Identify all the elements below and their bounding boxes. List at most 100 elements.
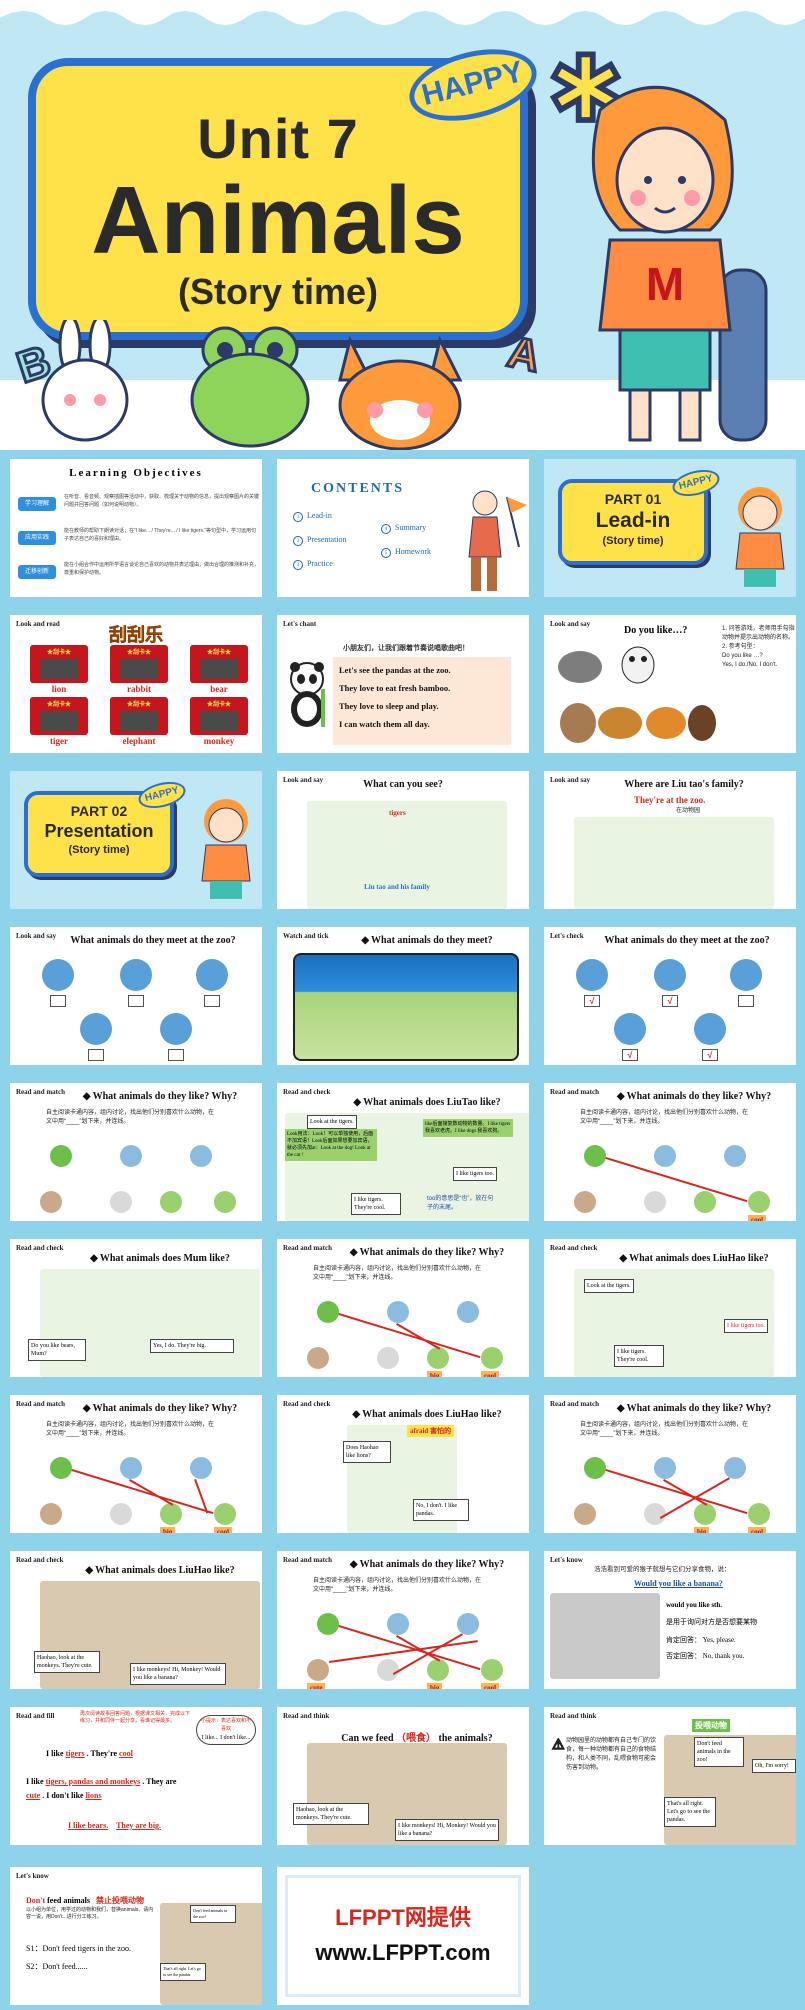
slide-read-and-match-1[interactable]: Read and match What animals do they like… bbox=[5, 1078, 267, 1226]
answer-tag: cool bbox=[748, 1215, 767, 1221]
slide-read-and-think-1[interactable]: Read and think Can we feed （喂食） the anim… bbox=[272, 1702, 534, 1850]
monkey-icon bbox=[694, 1013, 726, 1045]
fill-line: I like tigers . They're cool bbox=[46, 1749, 133, 1758]
question-text: Where are Liu tao's family? bbox=[624, 779, 744, 790]
slide-read-and-match-5[interactable]: Read and match What animals do they like… bbox=[539, 1390, 801, 1538]
bear-icon bbox=[688, 705, 716, 741]
slide-read-and-match-4[interactable]: Read and match What animals do they like… bbox=[5, 1390, 267, 1538]
slide-tag: Read and fill bbox=[16, 1712, 55, 1720]
slide-liuhao-like-1[interactable]: Read and check What animals does LiuHao … bbox=[539, 1234, 801, 1382]
speech-bubble: Don't feed animals in the zoo! bbox=[694, 1737, 744, 1767]
credit-url[interactable]: www.LFPPT.com bbox=[315, 1940, 491, 1965]
slide-liuhao-like-3[interactable]: Read and check What animals does LiuHao … bbox=[5, 1546, 267, 1694]
tiger-icon bbox=[574, 1503, 596, 1525]
cover-slide[interactable]: Unit 7 Animals (Story time) HAPPY ✱ M bbox=[0, 0, 805, 450]
slide-where-family[interactable]: Look and say Where are Liu tao's family?… bbox=[539, 766, 801, 914]
elephant-icon bbox=[558, 651, 602, 683]
panda-icon bbox=[110, 1503, 132, 1525]
vocab-afraid: afraid 害怕的 bbox=[407, 1425, 455, 1437]
slide-part-01[interactable]: PART 01 Lead-in (Story time) HAPPY bbox=[539, 454, 801, 602]
grammar-note-like: like后面接复数动物的数量。I like tigers 我喜欢老虎。I lik… bbox=[423, 1119, 513, 1137]
character-icon bbox=[654, 1145, 676, 1167]
character-icon bbox=[190, 1145, 212, 1167]
slide-tag: Read and match bbox=[283, 1244, 333, 1252]
speech-bubble: I like monkeys! Hi, Monkey! Would you li… bbox=[395, 1819, 499, 1841]
scratch-title: 刮刮乐 bbox=[109, 625, 164, 646]
notes: 1. 问答游戏，老师用手勾指动物并提示出动物的名称。 2. 参考句型： Do y… bbox=[722, 626, 795, 668]
monkey-icon bbox=[427, 1659, 449, 1681]
answer-box[interactable] bbox=[50, 995, 66, 1007]
slide-tag: Read and match bbox=[16, 1400, 66, 1408]
panda-icon bbox=[110, 1191, 132, 1213]
scratch-card[interactable]: ★刮卡★ bbox=[190, 645, 248, 683]
video-frame[interactable] bbox=[293, 953, 519, 1061]
slide-meet-animals[interactable]: Look and say What animals do they meet a… bbox=[5, 922, 267, 1070]
letter-a-decoration: A bbox=[502, 326, 546, 384]
fox-icon bbox=[338, 335, 463, 450]
slide-read-and-match-3[interactable]: Read and match What animals do they like… bbox=[272, 1234, 534, 1382]
slide-tag: Read and match bbox=[16, 1088, 66, 1096]
main-title: Animals bbox=[91, 167, 465, 274]
scratch-card[interactable]: ★刮卡★ bbox=[110, 697, 168, 735]
answer-box[interactable] bbox=[88, 1049, 104, 1061]
instruction-text: 自主阅读卡通内容，组内讨论，找出他们分别喜欢什么动物，在文中用“____”划下来… bbox=[313, 1266, 482, 1281]
tick-box[interactable]: √ bbox=[662, 995, 678, 1007]
match-line bbox=[329, 1640, 478, 1663]
objective-text: 能在小组合作中运用所学语言谈论自己喜欢的动物并表达理由，做出合理的推测和补充，尊… bbox=[64, 562, 260, 576]
part-label: PART 01 bbox=[604, 491, 662, 507]
chant-line: Let's see the pandas at the zoo. bbox=[339, 665, 451, 675]
slide-chant[interactable]: Let's chant 小朋友们，让我们跟着节奏说唱歌曲吧！ Let's see… bbox=[272, 610, 534, 758]
tick-box[interactable]: √ bbox=[622, 1049, 638, 1061]
part-name: Presentation bbox=[44, 821, 154, 841]
slide-read-and-match-2[interactable]: Read and match What animals do they like… bbox=[539, 1078, 801, 1226]
tick-box[interactable]: √ bbox=[584, 995, 600, 1007]
slide-mum-like[interactable]: Read and check What animals does Mum lik… bbox=[5, 1234, 267, 1382]
slide-liuhao-like-2[interactable]: Read and check What animals does LiuHao … bbox=[272, 1390, 534, 1538]
answer-box[interactable] bbox=[738, 995, 754, 1007]
slide-tag: Read and match bbox=[283, 1556, 333, 1564]
slide-read-and-match-6[interactable]: Read and match What animals do they like… bbox=[272, 1546, 534, 1694]
answer-box[interactable] bbox=[168, 1049, 184, 1061]
scratch-card[interactable]: ★刮卡★ bbox=[110, 645, 168, 683]
answer-tag: big bbox=[427, 1371, 443, 1377]
answer-box[interactable] bbox=[204, 995, 220, 1007]
slide-tag: Read and match bbox=[550, 1400, 600, 1408]
slide-lets-know-2[interactable]: Let's know Don't feed animals 禁止投喂动物 以小组… bbox=[5, 1862, 267, 2010]
credit-line: LFPPT网提供 bbox=[335, 1905, 471, 1930]
label-tigers: tigers bbox=[389, 809, 406, 817]
slide-watch-and-tick[interactable]: Watch and tick What animals do they meet… bbox=[272, 922, 534, 1070]
slide-learning-objectives[interactable]: Learning Objectives 学习理解 在听音、看音频、观察插图等活动… bbox=[5, 454, 267, 602]
speech-bubble: I like tigers too. bbox=[724, 1319, 768, 1333]
slide-check-meet-animals[interactable]: Let's check What animals do they meet at… bbox=[539, 922, 801, 1070]
scratch-card[interactable]: ★刮卡★ bbox=[30, 697, 88, 735]
scratch-card[interactable]: ★刮卡★ bbox=[30, 645, 88, 683]
answer-tag: big bbox=[427, 1683, 443, 1689]
slide-tag: Look and read bbox=[16, 620, 60, 628]
bear-icon bbox=[614, 1013, 646, 1045]
slide-liutao-like[interactable]: Read and check What animals does LiuTao … bbox=[272, 1078, 534, 1226]
panda-icon bbox=[644, 1503, 666, 1525]
scratch-card[interactable]: ★刮卡★ bbox=[190, 697, 248, 735]
girl-illustration bbox=[201, 799, 251, 899]
slide-read-and-think-2[interactable]: Read and think ⚠ 动物园里的动物都有自己专门的饮食，每一种动物都… bbox=[539, 1702, 801, 1850]
slide-read-and-fill[interactable]: Read and fill 再次阅读故事回答问题，根据课文相关，完成以下练习，并… bbox=[5, 1702, 267, 1850]
girl-illustration bbox=[735, 487, 785, 587]
answer-box[interactable] bbox=[128, 995, 144, 1007]
note-text: 在动物园 bbox=[676, 808, 701, 814]
slide-lets-know-1[interactable]: Let's know 浩浩看到可爱的猴子就想与它们分享食物，说： Would y… bbox=[539, 1546, 801, 1694]
slide-do-you-like[interactable]: Look and say Do you like…? 1. 问答游戏，老师用手勾… bbox=[539, 610, 801, 758]
tick-box[interactable]: √ bbox=[702, 1049, 718, 1061]
chant-line: They love to sleep and play. bbox=[339, 701, 439, 711]
answer-tag: cool bbox=[481, 1371, 500, 1377]
slide-what-can-you-see[interactable]: Look and say What can you see? tigers Li… bbox=[272, 766, 534, 914]
slide-scratch-cards[interactable]: Look and read 刮刮乐 ★刮卡★ lion ★刮卡★ rabbit … bbox=[5, 610, 267, 758]
grammar-line: 是用于询问对方是否想要某物 bbox=[666, 1618, 757, 1626]
speech-bubble: Do you like bears, Mum? bbox=[28, 1339, 86, 1361]
slide-part-02[interactable]: PART 02 Presentation (Story time) HAPPY bbox=[5, 766, 267, 914]
